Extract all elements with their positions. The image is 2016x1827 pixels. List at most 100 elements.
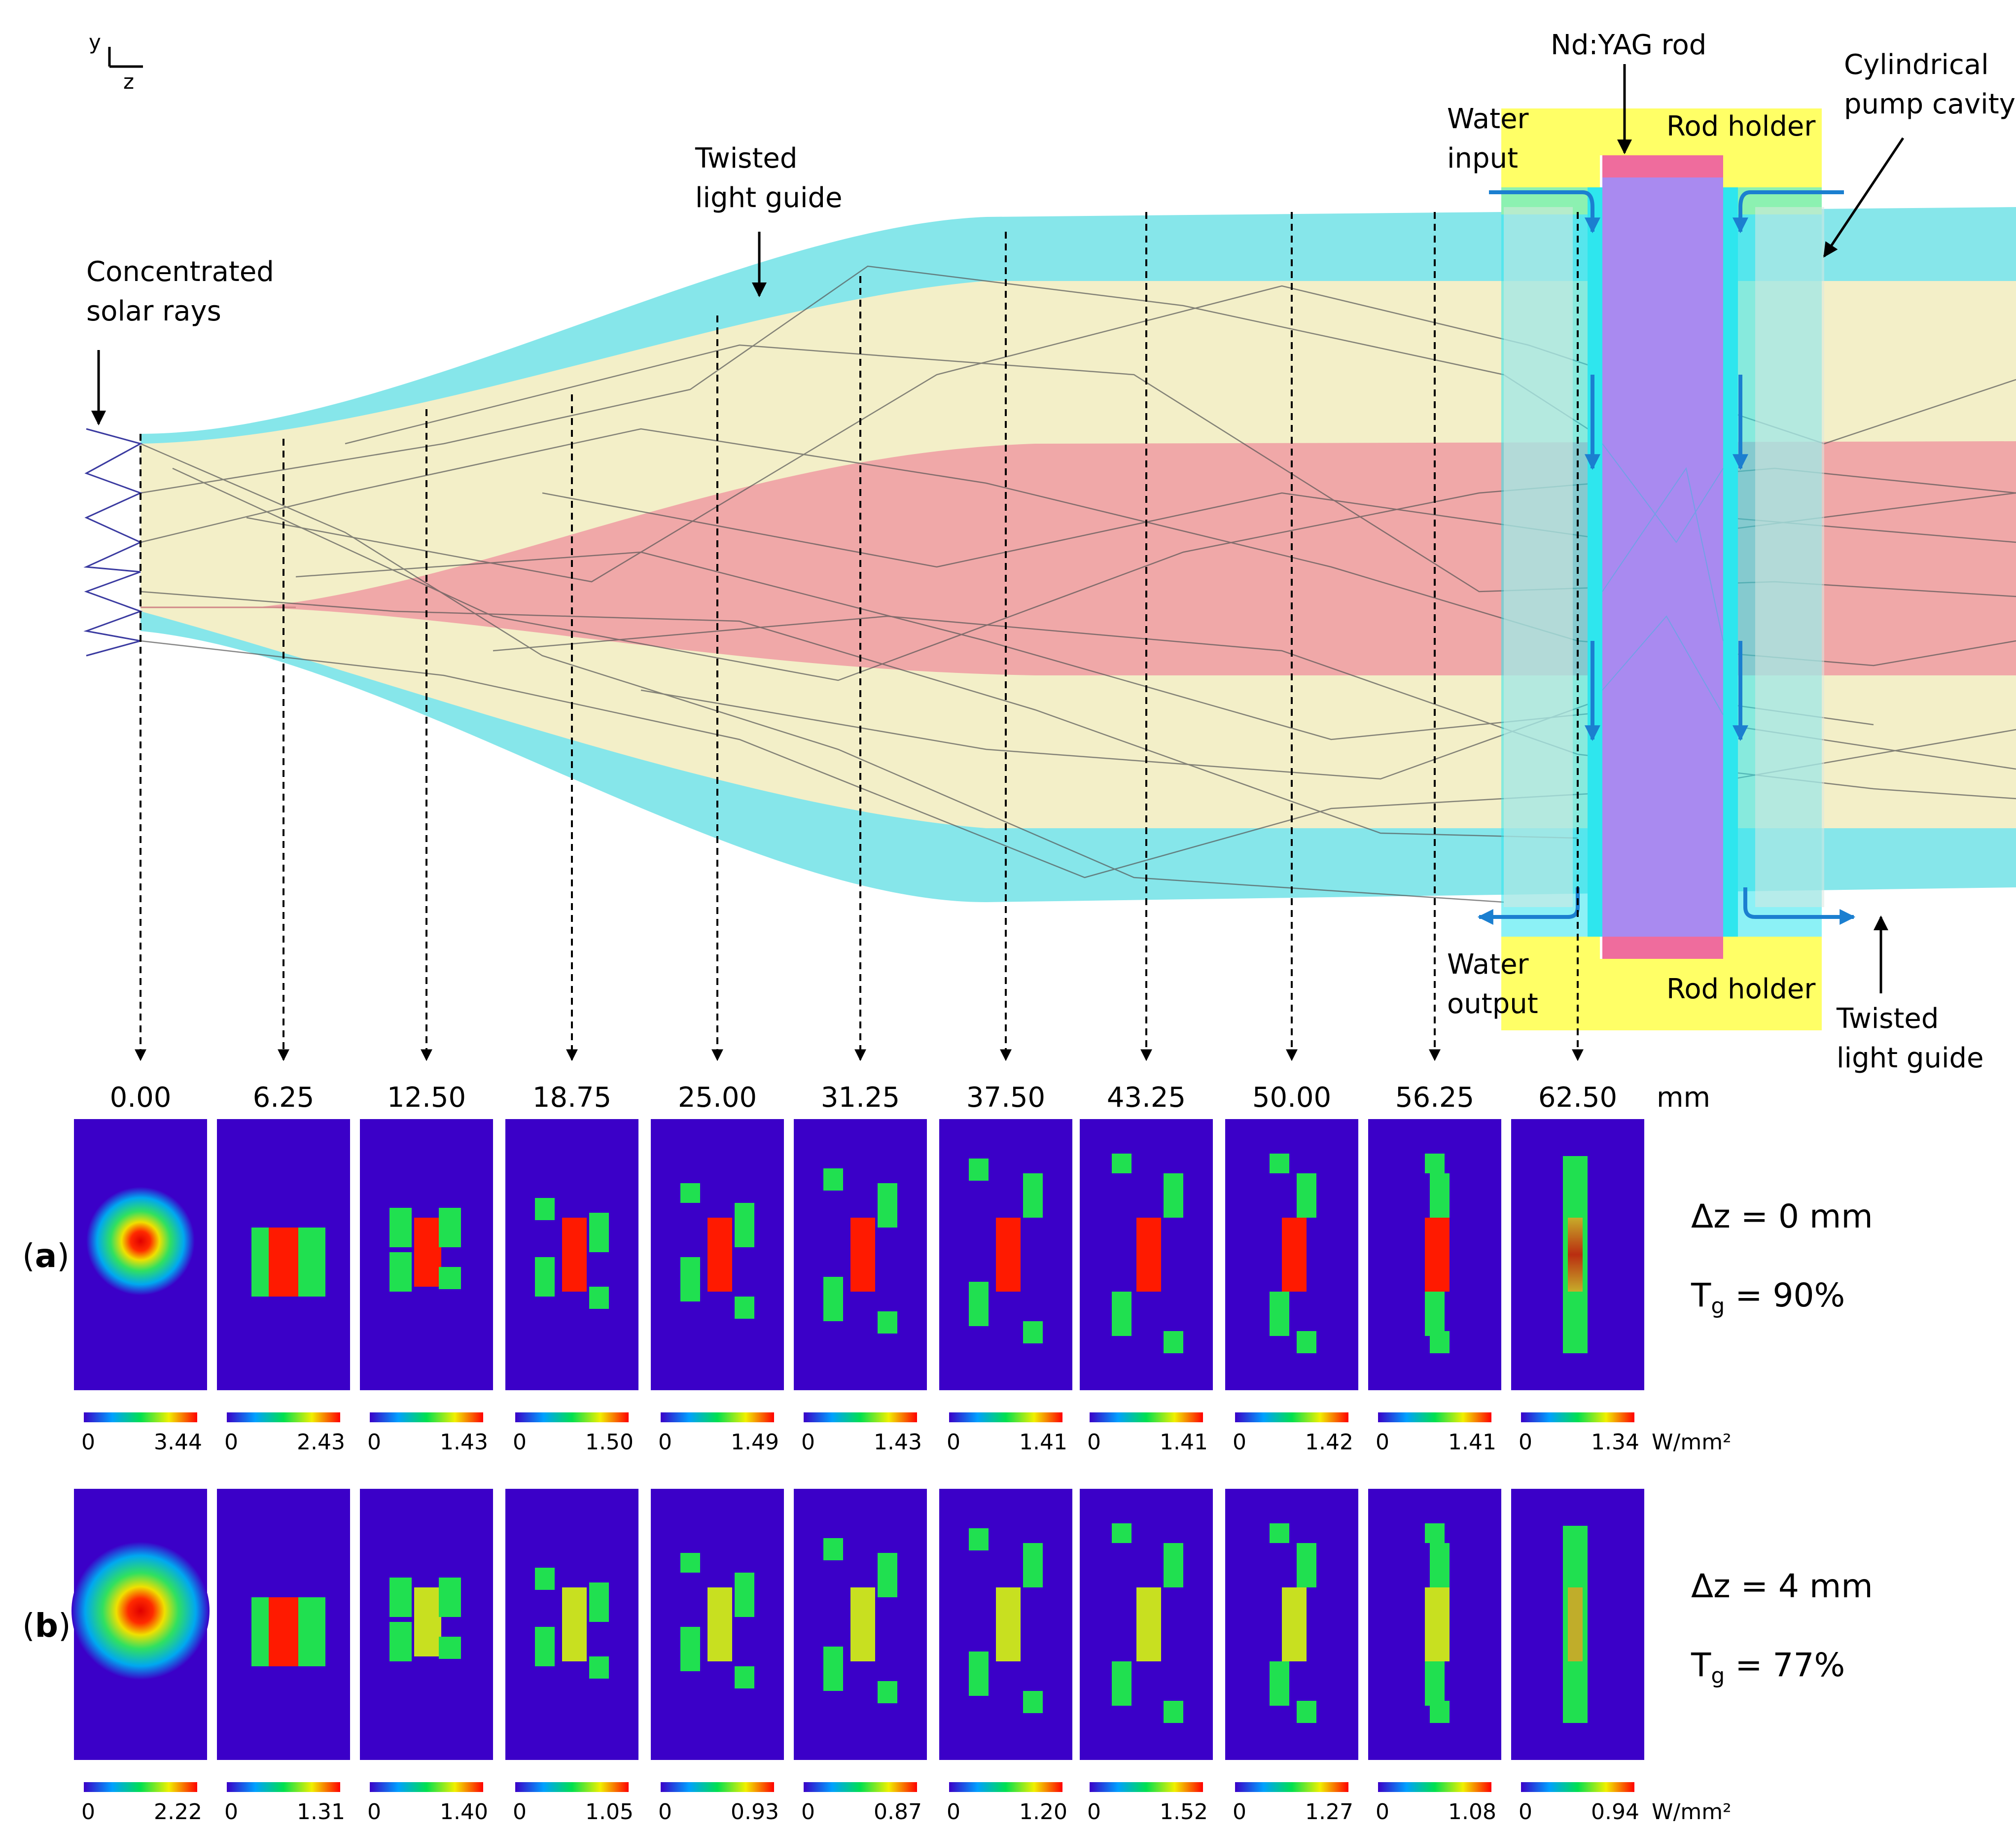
colorbar	[84, 1412, 197, 1422]
transmission-label: Tg = 90%	[1691, 1276, 1845, 1319]
position-label: 0.00	[110, 1082, 172, 1114]
flux-block	[878, 1183, 897, 1228]
colorbar	[804, 1412, 917, 1422]
colorbar	[1521, 1412, 1634, 1422]
flux-block	[1297, 1701, 1316, 1723]
flux-block	[1297, 1331, 1316, 1353]
flux-block	[589, 1213, 609, 1252]
flux-block	[1425, 1661, 1445, 1706]
flux-block	[589, 1287, 609, 1309]
gaussian-spot	[86, 1187, 195, 1296]
label-cavity-2: pump cavity	[1844, 88, 2016, 120]
flux-block	[535, 1627, 555, 1666]
colorbar-min: 0	[658, 1799, 672, 1825]
flux-block	[1136, 1218, 1161, 1292]
colorbar	[227, 1782, 340, 1792]
flux-block	[850, 1587, 875, 1661]
colorbar	[949, 1782, 1062, 1792]
flux-block	[735, 1203, 754, 1247]
colorbar-max: 1.05	[585, 1799, 634, 1825]
colorbar-max: 1.43	[440, 1430, 488, 1455]
flux-block	[969, 1651, 989, 1696]
position-label: 37.50	[966, 1082, 1045, 1114]
colorbar-min: 0	[81, 1799, 95, 1825]
flux-block	[1425, 1154, 1445, 1173]
colorbar-min: 0	[658, 1430, 672, 1455]
flux-block	[1282, 1218, 1307, 1292]
section-lines	[135, 212, 1584, 1061]
flux-block	[1270, 1154, 1289, 1173]
position-label: 43.25	[1107, 1082, 1186, 1114]
colorbar	[1378, 1782, 1491, 1792]
colorbar-max: 1.41	[1160, 1430, 1208, 1455]
flux-block	[823, 1277, 843, 1321]
colorbar-min: 0	[947, 1430, 960, 1455]
colorbar	[661, 1412, 774, 1422]
position-label: 18.75	[532, 1082, 611, 1114]
holder-bottom-left	[1501, 937, 1600, 1030]
label-concentrated-1: Concentrated	[86, 256, 274, 288]
flux-block	[389, 1578, 412, 1617]
flux-unit: W/mm²	[1652, 1799, 1732, 1825]
colorbar-max: 0.87	[874, 1799, 922, 1825]
colorbar-max: 1.41	[1448, 1430, 1496, 1455]
colorbar	[1235, 1412, 1348, 1422]
flux-block	[269, 1228, 298, 1297]
colorbar	[804, 1782, 917, 1792]
flux-block	[1023, 1321, 1043, 1343]
colorbar-max: 1.52	[1160, 1799, 1208, 1825]
flux-block	[1023, 1543, 1043, 1587]
label-water-input-2: input	[1447, 142, 1518, 175]
colorbar-min: 0	[947, 1799, 960, 1825]
solar-rays	[83, 428, 143, 657]
position-unit: mm	[1657, 1082, 1710, 1114]
flux-block	[1270, 1292, 1289, 1336]
colorbar	[949, 1412, 1062, 1422]
colorbar	[1521, 1782, 1634, 1792]
colorbar-max: 1.50	[585, 1430, 634, 1455]
water-flow-arrows	[1477, 190, 1856, 925]
label-rod-holder-bottom: Rod holder	[1666, 973, 1816, 1005]
flux-block	[1425, 1523, 1445, 1543]
label-rod: Nd:YAG rod	[1551, 29, 1706, 61]
flux-block	[1164, 1173, 1183, 1218]
flux-block	[1270, 1523, 1289, 1543]
label-twisted-bottom-1: Twisted	[1836, 1003, 1939, 1035]
colorbar-max: 1.43	[874, 1430, 922, 1455]
flux-block	[1136, 1587, 1161, 1661]
label-twisted-top-2: light guide	[695, 182, 843, 214]
flux-block	[389, 1208, 412, 1247]
flux-block	[414, 1587, 441, 1656]
gaussian-spot	[71, 1542, 210, 1680]
position-label: 50.00	[1252, 1082, 1331, 1114]
flux-block	[735, 1573, 754, 1617]
position-label: 25.00	[678, 1082, 757, 1114]
colorbar	[370, 1412, 483, 1422]
colorbar-min: 0	[1233, 1799, 1246, 1825]
colorbar-min: 0	[513, 1430, 527, 1455]
flux-block	[996, 1218, 1021, 1292]
colorbar-max: 1.41	[1019, 1430, 1067, 1455]
colorbar-max: 1.31	[297, 1799, 345, 1825]
colorbar	[1378, 1412, 1491, 1422]
colorbar-min: 0	[367, 1799, 381, 1825]
label-water-output-1: Water	[1447, 949, 1529, 981]
colorbar-max: 1.27	[1305, 1799, 1353, 1825]
colorbar-max: 3.44	[154, 1430, 202, 1455]
flux-block	[680, 1627, 700, 1671]
flux-block	[1297, 1173, 1316, 1218]
flux-block	[1164, 1543, 1183, 1587]
flux-block	[439, 1267, 461, 1289]
flux-block	[680, 1257, 700, 1301]
flux-block	[1112, 1523, 1132, 1543]
position-label: 31.25	[821, 1082, 900, 1114]
colorbar-max: 1.42	[1305, 1430, 1353, 1455]
flux-block	[878, 1553, 897, 1597]
flux-block	[589, 1582, 609, 1622]
flux-block	[878, 1311, 897, 1334]
colorbar-min: 0	[224, 1799, 238, 1825]
glass-tube-left	[1504, 207, 1573, 907]
